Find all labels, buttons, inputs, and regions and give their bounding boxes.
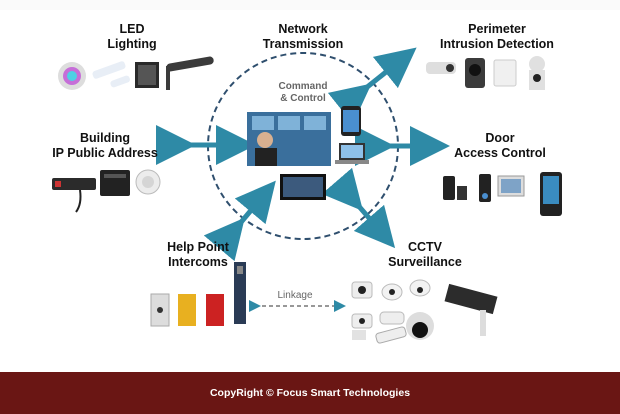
- building-pa-label: Building IP Public Address: [52, 131, 158, 160]
- footer-copyright: CopyRight © Focus Smart Technologies: [0, 372, 620, 414]
- led-products-image: [58, 56, 214, 90]
- perimeter-label: Perimeter Intrusion Detection: [440, 22, 554, 51]
- door-access-products-image: [443, 172, 562, 216]
- smartphone-image: [341, 106, 361, 136]
- cctv-label: CCTV Surveillance: [388, 240, 462, 269]
- command-control-label: Command & Control: [278, 81, 328, 104]
- help-point-products-image: [150, 262, 246, 327]
- arrow-perimeter: [327, 47, 417, 125]
- help-point-label: Help Point Intercoms: [167, 240, 229, 269]
- laptop-image: [335, 143, 369, 164]
- building-pa-products-image: [52, 169, 161, 213]
- cctv-products-image: [351, 279, 498, 344]
- arrow-cctv: [321, 167, 396, 249]
- arrow-help: [203, 180, 276, 262]
- top-strip: [0, 0, 620, 10]
- door-access-label: Door Access Control: [454, 131, 546, 160]
- led-lighting-label: LED Lighting: [107, 22, 157, 51]
- linkage-label: Linkage: [277, 290, 313, 301]
- network-transmission-label: Network Transmission: [262, 22, 344, 51]
- monitor-image: [280, 174, 326, 200]
- perimeter-products-image: [426, 56, 545, 90]
- command-center-image: [247, 112, 331, 166]
